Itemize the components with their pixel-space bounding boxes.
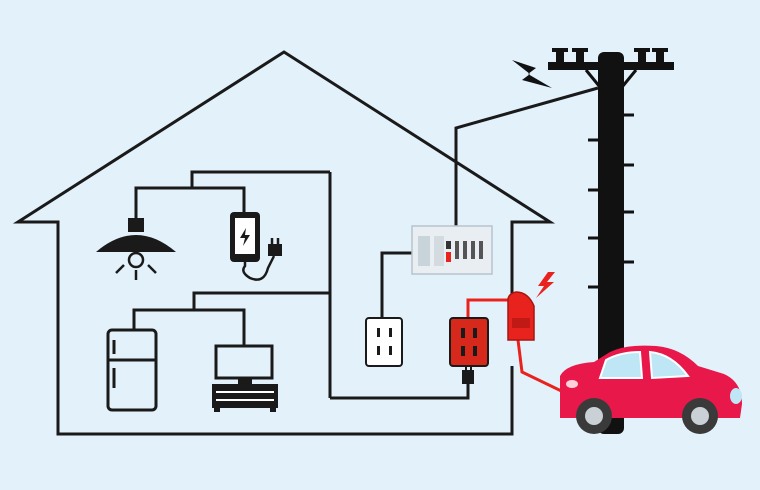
ev-connector xyxy=(507,291,535,341)
ev-feed-wire xyxy=(466,298,520,318)
refrigerator-icon xyxy=(106,328,158,412)
interior-wiring xyxy=(132,170,470,400)
ev-outlet xyxy=(449,317,489,392)
ceiling-lamp-icon xyxy=(96,218,176,280)
electric-car xyxy=(560,345,742,434)
distribution-panel xyxy=(411,225,493,275)
smartphone-charger-icon xyxy=(230,212,282,281)
television-icon xyxy=(212,344,278,412)
service-drop-wire xyxy=(454,86,599,226)
utility-pole xyxy=(548,48,674,434)
spark-icon xyxy=(536,272,555,298)
house-outline xyxy=(12,50,556,436)
lightning-icon xyxy=(512,60,552,88)
standard-outlet xyxy=(365,317,403,367)
